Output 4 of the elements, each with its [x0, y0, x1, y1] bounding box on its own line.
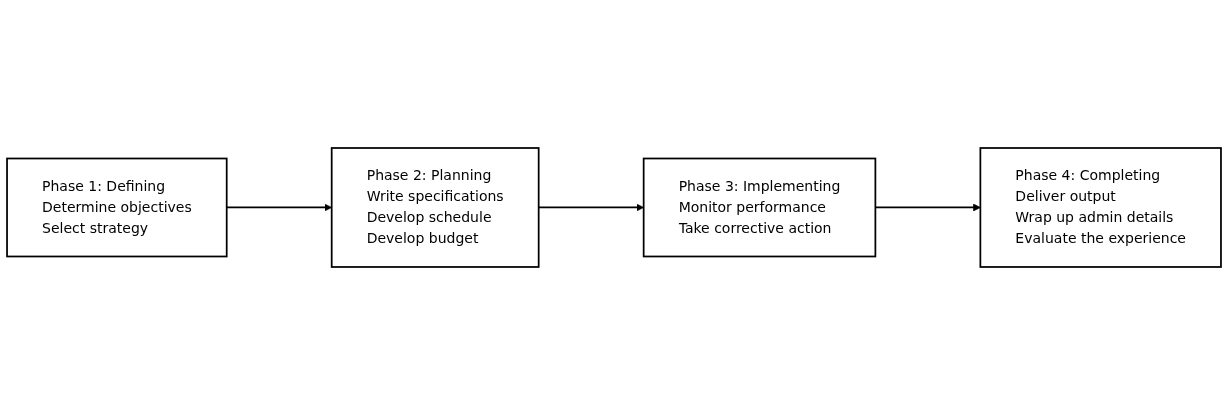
node-box: Phase 4: Completing Deliver output Wrap up admin details Evaluate the experience — [979, 147, 1222, 268]
node-box: Phase 2: Planning Write specifications Develop schedule Develop budget — [330, 147, 540, 268]
node-box: Phase 1: Defining Determine objectives Select strategy — [6, 157, 228, 258]
node-box: Phase 3: Implementing Monitor performance Take corrective action — [642, 157, 877, 258]
